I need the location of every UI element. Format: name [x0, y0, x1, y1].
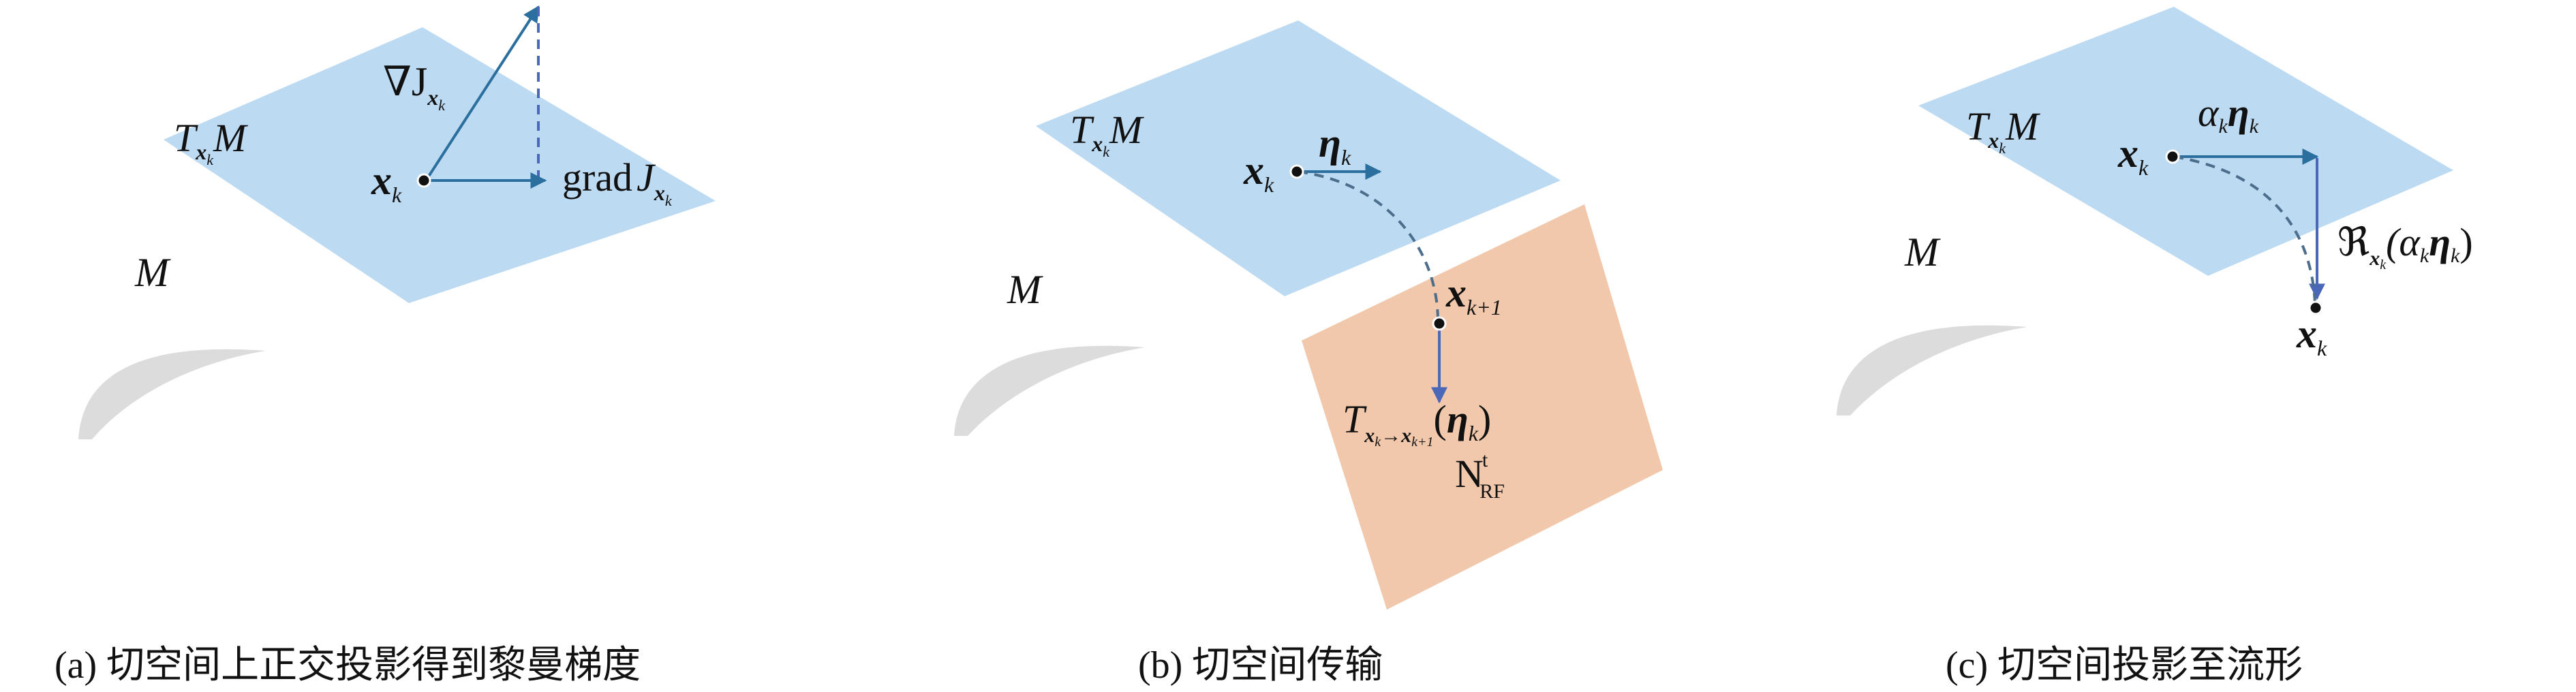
- svg-text:M: M: [1007, 267, 1043, 312]
- tangent-space-subsub: k: [1999, 140, 2006, 157]
- step-eta-sub: k: [2250, 115, 2259, 138]
- next-point-sub: k+1: [1467, 295, 1502, 319]
- manifold-label: M: [1007, 267, 1043, 312]
- retraction-a-sub: k: [2420, 245, 2429, 267]
- svg-text:xk: xk: [2117, 131, 2149, 180]
- tangent-space-label: T: [1966, 104, 1991, 148]
- point-xk: [416, 173, 431, 188]
- svg-text:TxkM: TxkM: [174, 116, 248, 168]
- point-sub: k: [2138, 155, 2149, 180]
- point-retracted: [2308, 300, 2323, 315]
- tangent-space-subsub: k: [1103, 143, 1110, 160]
- tangent-space-manifold: M: [213, 116, 248, 160]
- tangent-plane: [164, 27, 716, 303]
- point-xk: [2165, 149, 2180, 164]
- euclidean-gradient-arrow: [425, 5, 540, 182]
- svg-text:Txk→xk+1(ηk): Txk→xk+1(ηk): [1343, 397, 1491, 450]
- tangent-space-label: T: [1070, 108, 1094, 152]
- transport-eta-sub: k: [1469, 421, 1479, 445]
- eta-sub: k: [1341, 145, 1351, 170]
- manifold-label: M: [134, 250, 171, 295]
- nrf-label: N: [1455, 452, 1484, 496]
- transport-eta: η: [1447, 397, 1469, 441]
- grad-sub: x: [427, 85, 438, 110]
- step-eta: η: [2228, 91, 2250, 135]
- svg-text:M: M: [134, 250, 171, 295]
- retraction-sub: x: [2369, 247, 2380, 270]
- manifold-surface: [954, 345, 1145, 436]
- transport-label: T: [1343, 397, 1367, 441]
- point-label: x: [371, 158, 392, 203]
- rgrad-J: J: [637, 155, 656, 200]
- transport-sub: x: [1364, 424, 1375, 447]
- eta-label: η: [1319, 121, 1341, 166]
- svg-text:xk: xk: [371, 158, 402, 207]
- step-alpha: α: [2198, 91, 2220, 135]
- svg-text:ηk: ηk: [1319, 121, 1351, 170]
- tangent-space-manifold: M: [2005, 104, 2040, 148]
- rgrad-sub: x: [654, 180, 665, 205]
- rgrad-subsub: k: [665, 192, 673, 209]
- svg-text:TxkM: TxkM: [1966, 104, 2040, 157]
- retraction-eta-sub: k: [2451, 245, 2460, 267]
- retraction-dashed-curve: [2173, 155, 2316, 304]
- caption-c: (c) 切空间投影至流形: [1946, 644, 2303, 687]
- manifold-surface: [1837, 325, 2027, 415]
- tangent-plane: [1918, 7, 2453, 276]
- result-point-label: x: [2296, 311, 2317, 356]
- point-sub: k: [392, 183, 402, 207]
- svg-text:xk+1: xk+1: [1445, 270, 1502, 319]
- manifold-surface: [78, 349, 266, 439]
- transport-open: (: [1434, 397, 1447, 441]
- caption-a: (a) 切空间上正交投影得到黎曼梯度: [55, 644, 641, 687]
- rgrad-label: grad: [562, 155, 632, 200]
- tangent-space-sub: x: [195, 140, 206, 164]
- step-alpha-sub: k: [2218, 115, 2228, 138]
- point-label: x: [2117, 131, 2138, 176]
- svg-text:ℜxk(αkηk): ℜxk(αkηk): [2337, 220, 2473, 272]
- panel-c: M TxkM xk αkηk ℜxk(αkηk) xk: [1837, 7, 2473, 415]
- nrf-sub: RF: [1479, 480, 1505, 503]
- grad-symbol: ∇J: [383, 59, 427, 104]
- svg-text:αkηk: αkηk: [2198, 91, 2259, 138]
- nrf-sup: t: [1482, 449, 1488, 471]
- tangent-space-subsub: k: [206, 151, 214, 168]
- point-xk1: [1432, 316, 1447, 331]
- tangent-space-sub: x: [1987, 128, 1999, 153]
- geodesic-dashed-curve: [1298, 170, 1439, 322]
- svg-text:∇Jxk: ∇Jxk: [383, 59, 446, 114]
- tangent-space-sub: x: [1091, 131, 1103, 156]
- transport-sub-k: k: [1375, 435, 1381, 450]
- result-point-sub: k: [2317, 336, 2327, 360]
- point-xk: [1289, 164, 1304, 179]
- svg-text:M: M: [1904, 230, 1941, 274]
- transport-close: ): [1478, 397, 1491, 441]
- tangent-plane: [1036, 20, 1561, 296]
- transport-sub2-k: k+1: [1411, 435, 1433, 450]
- svg-text:xk: xk: [2296, 311, 2327, 360]
- transport-sub2: x: [1400, 424, 1411, 447]
- retraction-close: ): [2459, 220, 2472, 264]
- svg-text:xk: xk: [1243, 148, 1274, 197]
- grad-subsub: k: [438, 97, 446, 114]
- svg-text:TxkM: TxkM: [1070, 108, 1144, 160]
- tangent-space-manifold: M: [1109, 108, 1144, 152]
- retraction-symbol: ℜ: [2337, 220, 2370, 264]
- point-sub: k: [1264, 172, 1274, 197]
- retraction-open: (α: [2386, 220, 2421, 264]
- caption-b: (b) 切空间传输: [1138, 644, 1383, 687]
- retraction-subsub: k: [2380, 257, 2387, 272]
- retraction-eta: η: [2429, 220, 2451, 264]
- transported-tangent-plane: [1302, 204, 1663, 610]
- manifold-label: M: [1904, 230, 1941, 274]
- tangent-space-label: T: [174, 116, 198, 160]
- point-label: x: [1243, 148, 1264, 193]
- next-point-label: x: [1445, 270, 1467, 315]
- transport-arrow: →: [1381, 424, 1401, 447]
